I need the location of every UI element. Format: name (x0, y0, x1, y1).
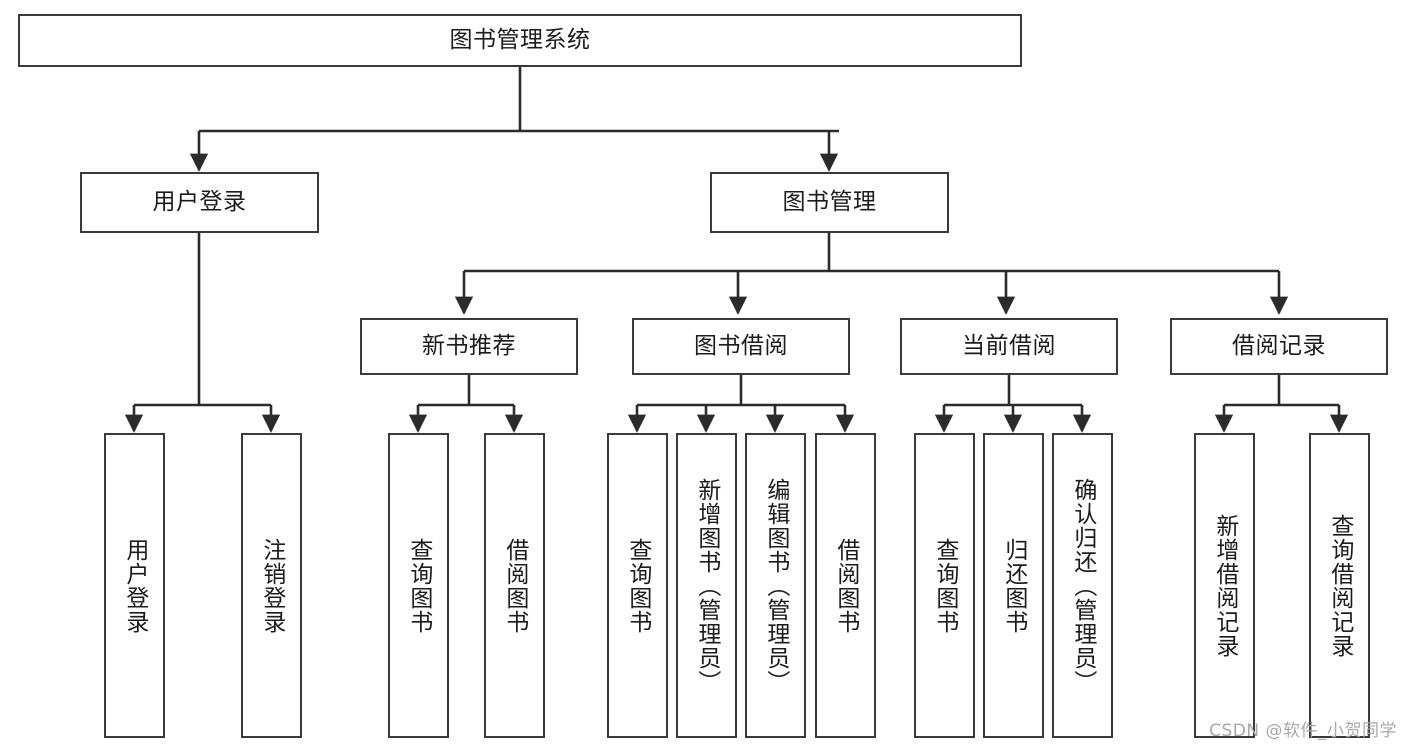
leaf-query-book-newbook[interactable]: 查询图书 (388, 433, 449, 738)
node-current-borrowing[interactable]: 当前借阅 (900, 318, 1118, 375)
leaf-confirm-return-admin[interactable]: 确认归还（管理员） (1052, 433, 1113, 738)
node-root-book-management-system[interactable]: 图书管理系统 (18, 14, 1022, 67)
leaf-add-book-admin[interactable]: 新增图书（管理员） (676, 433, 737, 738)
node-label: 图书管理系统 (449, 26, 591, 53)
node-label: 借阅图书 (832, 537, 859, 634)
watermark-text: CSDN @软件_小贺同学 (1209, 721, 1397, 741)
leaf-return-book[interactable]: 归还图书 (983, 433, 1044, 738)
node-label: 查询图书 (931, 537, 958, 634)
node-label: 借阅记录 (1232, 332, 1326, 359)
node-label: 借阅图书 (501, 537, 528, 634)
node-user-login[interactable]: 用户登录 (80, 172, 319, 233)
leaf-borrow-book-newbook[interactable]: 借阅图书 (484, 433, 545, 738)
node-label: 注销登录 (258, 537, 285, 634)
leaf-add-borrow-record[interactable]: 新增借阅记录 (1194, 433, 1255, 738)
node-book-borrowing[interactable]: 图书借阅 (632, 318, 850, 375)
leaf-logout[interactable]: 注销登录 (241, 433, 302, 738)
node-label: 查询图书 (405, 537, 432, 634)
node-label: 确认归还（管理员） (1069, 477, 1096, 694)
node-label: 图书借阅 (694, 332, 788, 359)
leaf-query-borrow-record[interactable]: 查询借阅记录 (1309, 433, 1370, 738)
node-label: 新增图书（管理员） (693, 477, 720, 694)
node-label: 查询图书 (624, 537, 651, 634)
leaf-borrow-book-borrowing[interactable]: 借阅图书 (815, 433, 876, 738)
node-book-management[interactable]: 图书管理 (710, 172, 949, 233)
node-label: 新书推荐 (422, 332, 516, 359)
node-label: 图书管理 (782, 188, 877, 215)
node-label: 编辑图书（管理员） (762, 477, 789, 694)
node-label: 归还图书 (1000, 537, 1027, 634)
leaf-edit-book-admin[interactable]: 编辑图书（管理员） (745, 433, 806, 738)
node-label: 当前借阅 (962, 332, 1056, 359)
node-new-book-recommendation[interactable]: 新书推荐 (360, 318, 578, 375)
leaf-user-login[interactable]: 用户登录 (104, 433, 165, 738)
leaf-query-book-borrowing[interactable]: 查询图书 (607, 433, 668, 738)
node-label: 查询借阅记录 (1326, 513, 1353, 658)
leaf-query-book-current[interactable]: 查询图书 (914, 433, 975, 738)
node-borrowing-record[interactable]: 借阅记录 (1170, 318, 1388, 375)
node-label: 用户登录 (121, 537, 148, 634)
node-label: 用户登录 (152, 188, 247, 215)
node-label: 新增借阅记录 (1211, 513, 1238, 658)
